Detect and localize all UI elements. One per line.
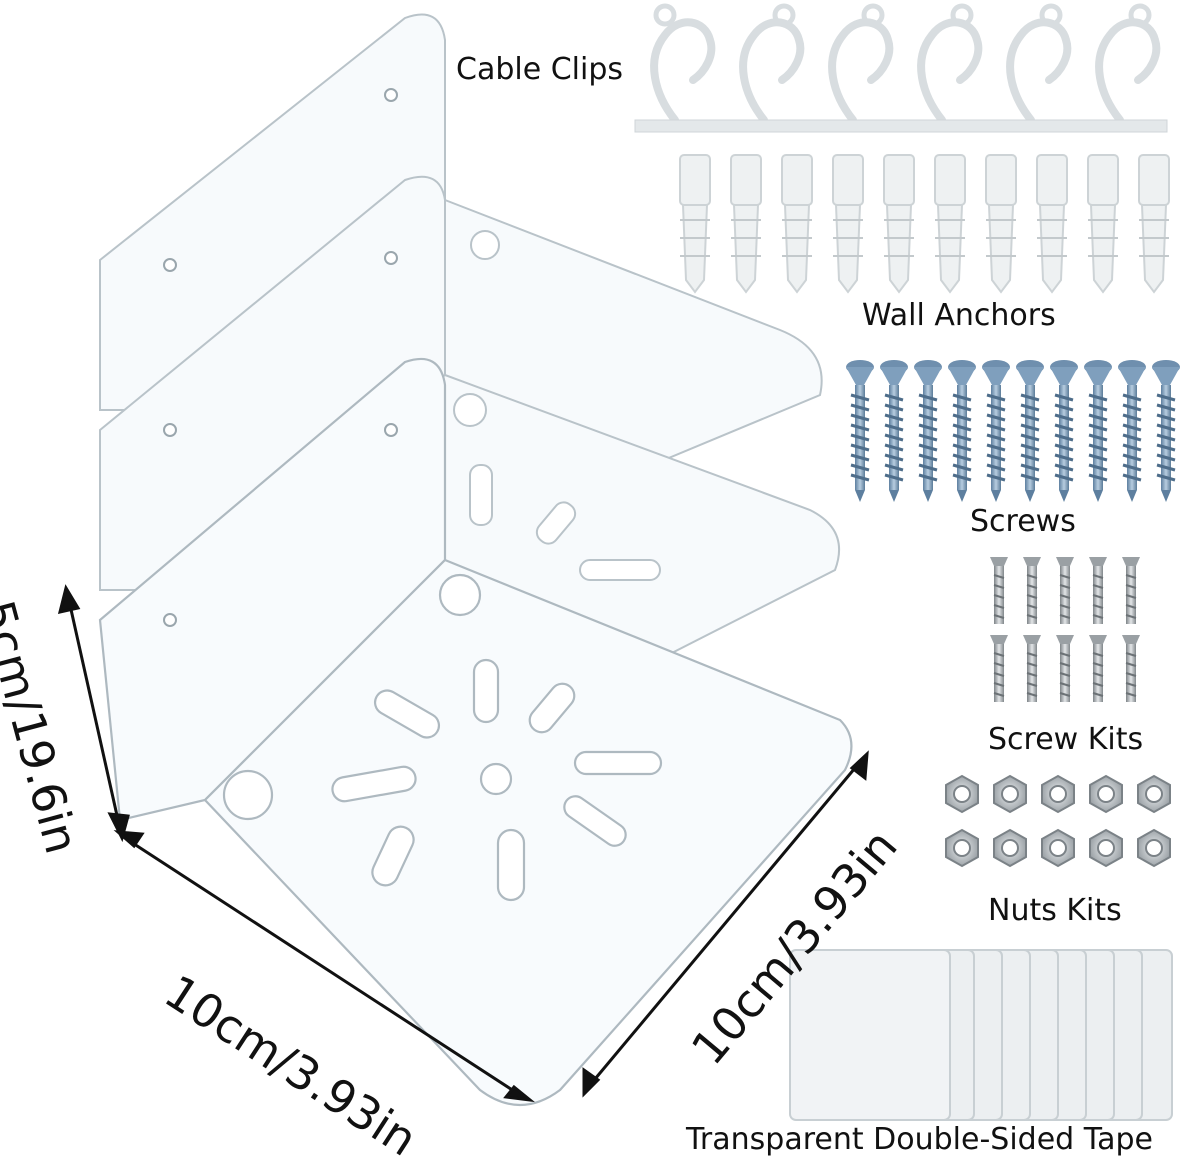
- nuts-kits: [945, 774, 1171, 867]
- cable-clips-label: Cable Clips: [456, 52, 623, 87]
- tape-pads: [789, 949, 1173, 1121]
- cable-clips: [650, 3, 1161, 124]
- nuts-kits-label: Nuts Kits: [988, 893, 1122, 928]
- tape-label: Transparent Double-Sided Tape: [686, 1122, 1153, 1157]
- acrylic-shelf-front: [98, 357, 853, 1107]
- wall-anchors-label: Wall Anchors: [862, 298, 1056, 333]
- screws: [846, 358, 1182, 504]
- screw-kits-label: Screw Kits: [988, 722, 1144, 757]
- screws-label: Screws: [970, 504, 1076, 539]
- cable-clip-strip: [634, 119, 1168, 133]
- screw-kits: [989, 556, 1141, 703]
- wall-anchors: [679, 154, 1170, 294]
- dimension-arrows: [57, 584, 869, 1103]
